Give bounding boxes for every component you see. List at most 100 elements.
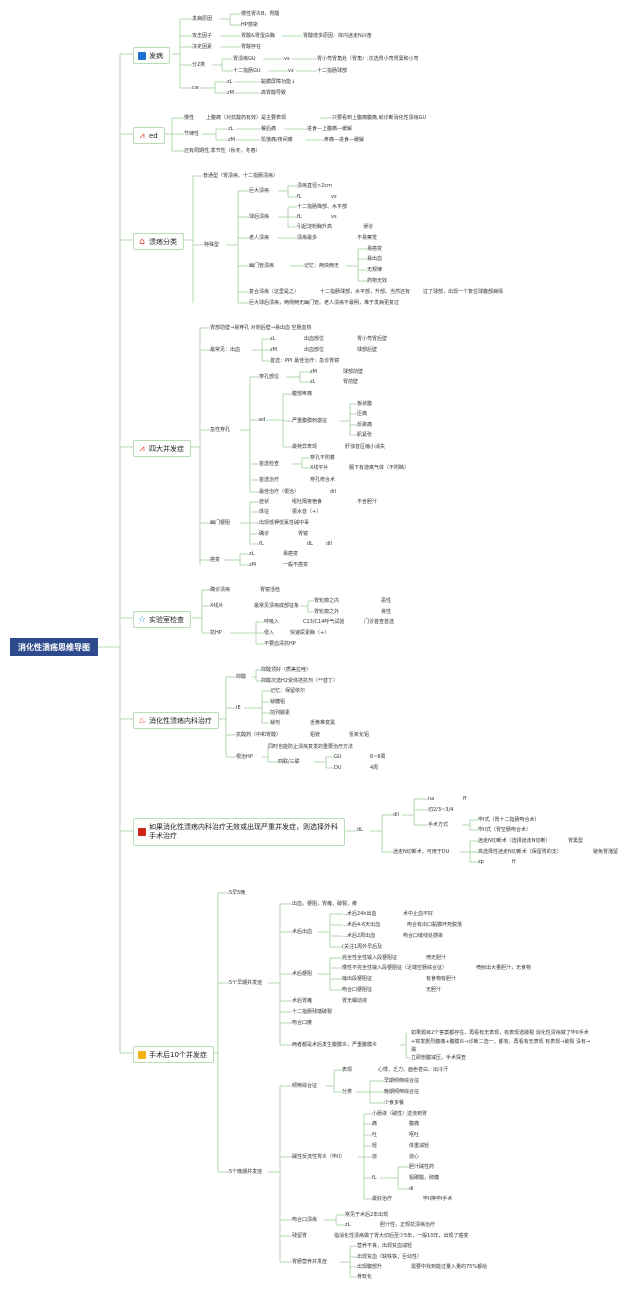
mindmap-node: 胃小弯胃后壁 [357,336,388,342]
mindmap-node: 吻合口梗阻征 [342,987,373,993]
mindmap-node: 抗HP [210,630,222,636]
mindmap-node: 胆汁碱性药 [409,1164,435,1170]
mindmap-node: 迷走N切断术，可用于DU [393,849,450,855]
mindmap-node: 反跳痛 [357,422,373,428]
mindmap-node: 胃小弯胃角处（胃角）;次选胃小弯胃窦和小弯 [317,56,419,62]
mindmap-node: X线平片 [310,465,329,471]
mindmap-node: dll [330,489,336,495]
mindmap-node: dll [393,812,399,818]
mindmap-node: 药物无效 [367,278,388,284]
mindmap-node: fL [297,214,302,220]
mindmap-node: 最好治疗 [372,1196,393,1202]
red-square-icon [138,828,146,836]
mindmap-node: 胃轮廓之内 [314,598,340,604]
mindmap-node: 避免胃潴留 [593,849,619,855]
mindmap-node: 节律性 [184,131,200,137]
mindmap-node: fL [297,194,302,200]
mindmap-node: 吻合有出口黏膜坏死脱落 [407,922,463,928]
mindmap-node: 轻 [372,1143,378,1149]
home-icon: ⌂ [139,236,145,247]
branch-ulcer-types[interactable]: ⌂ 溃疡分类 [133,233,184,250]
mindmap-node: 确诊 [259,531,270,537]
mindmap-node: 慢性胃炎B，胃酸 [241,11,280,17]
mindmap-node: 吐 [372,1132,378,1138]
mindmap-node: 胃无蠕动液 [342,998,368,1004]
branch-lab-tests[interactable]: ☆ 实验室检查 [133,611,191,628]
mindmap-node: zM [270,347,277,353]
mindmap-node: 首选：PPI 最佳治疗：急诊胃镜 [270,358,340,364]
mindmap-node: …术后2周出血 [342,933,376,939]
mindmap-node: 胃酸增多原因：体内迷走N兴奋 [303,33,372,39]
root-node[interactable]: 消化性溃疡思维导图 [10,638,98,656]
mindmap-node: ff [463,796,467,802]
mindmap-node: 术后胃瘫 [292,998,313,1004]
mindmap-node: ff [512,859,516,865]
mindmap-node: 肌紧张 [357,432,373,438]
mindmap-node: 常见于术后2年出现 [345,1212,389,1218]
mindmap-node: 4周 [370,765,379,771]
mindmap-node: 同时也能防止溃疡复发的重要治疗方法 [268,744,354,750]
mindmap-node: 吻合口溃疡 [292,1217,318,1223]
mindmap-node: 分2类 [192,62,206,68]
mindmap-node: 普通型（胃溃疡、十二指肠溃疡） [203,173,279,179]
mindmap-node: fL [372,1175,377,1181]
fire-icon: ♨ [138,715,147,726]
mindmap-node: 出血部位 [304,347,325,353]
branch-postop-complications[interactable]: 手术后10个并发症 [133,1046,214,1063]
mindmap-node: 如果题目2个答案都存在，再看有无表现，有表现选破裂 消化性溃疡做了毕II手术 [411,1030,589,1036]
mindmap-node: fL [259,541,264,547]
mindmap-node: zL [228,126,234,132]
mindmap-node: 5早5晚 [229,890,246,896]
mindmap-node: 抗酸药（中和胃酸） [236,732,282,738]
mindmap-node: 残留胃 [292,1233,308,1239]
branch-label: 手术后10个并发症 [149,1050,207,1059]
branch-pathogenesis[interactable]: 发病 [133,47,170,64]
mindmap-node: ed [259,417,266,423]
branch-ed[interactable]: ⩘ ed [133,127,165,144]
mindmap-node: 餐后痛 [261,126,277,132]
mindmap-node: 不易察觉 [357,235,378,241]
mindmap-node: 快速尿素酶（+） [290,630,330,636]
mindmap-node: 一般不癌变 [283,562,309,568]
mindmap-node: 早期倾倒综合征 [384,1078,420,1084]
mindmap-node: 胃镜 [298,531,309,537]
mindmap-node: 压痛 [357,411,368,417]
mindmap-node: 腹部疼痛 [292,391,313,397]
branch-surgical-treatment[interactable]: 如果消化性溃疡内科治疗无效或出现严重并发症，则选择外科手术治疗 [133,818,345,846]
mindmap-node: 小肠液（碱性）逆流到胃 [372,1111,428,1117]
mindmap-node: 手术方式 [428,822,449,828]
mindmap-node: 胃镜活检 [260,587,281,593]
mindmap-node: 不要血清抗HP [264,641,296,647]
mindmap-node: 舌黄难变黑 [310,720,336,726]
branch-complications[interactable]: ⩘ 四大并发症 [133,440,191,457]
mindmap-node: 毕I式（胃十二指肠吻合术） [478,817,540,823]
mindmap-node: vs [288,68,294,74]
mindmap-node: 过了球部，出现一个复位球腹部病情 [423,289,504,295]
mindmap-node: X线片 [210,603,224,609]
mindmap-node: 恶性 [381,598,392,604]
mindmap-node: …术后24h出血 [342,911,377,917]
mindmap-node: GU [334,754,342,760]
mindmap-node: 胃轮廓之外 [314,609,340,615]
mindmap-node: 饥饿痛/夜间痛 [261,137,293,143]
mindmap-node: zL [249,551,255,557]
mindmap-node: cw [192,85,199,91]
mindmap-node: 抑酸次选H2受体拮抗剂（**替丁） [261,678,338,684]
mindmap-node: 胃前壁 [343,379,359,385]
mindmap-node: 胃窦型 [568,838,584,844]
mindmap-node: 抑酸顶好（质美拉唑） [261,667,312,673]
mindmap-node: 胃部前壁→易穿孔 对侧后壁→易出血 空肠血热 [210,325,312,331]
mindmap-node: 切2/3~3/4 [428,807,454,813]
mindmap-node: 穿孔修合术 [310,477,336,483]
mindmap-node: zM [227,90,234,96]
mindmap-node: 营养不良，出现贫血减轻 [357,1243,413,1249]
mindmap-node: (关注1周外早后及 [342,944,383,950]
mindmap-node: 首选治疗 [259,477,280,483]
branch-medical-treatment[interactable]: ♨ 消化性溃疡内科治疗 [133,712,219,729]
mindmap-node: 引起淀粉酶升高 [297,224,333,230]
mindmap-node: 烧 [372,1154,378,1160]
mindmap-node: 铝镁 [310,732,321,738]
mindmap-node: 最常见溃疡底部征象 [254,603,300,609]
mindmap-node: vs [284,56,290,62]
